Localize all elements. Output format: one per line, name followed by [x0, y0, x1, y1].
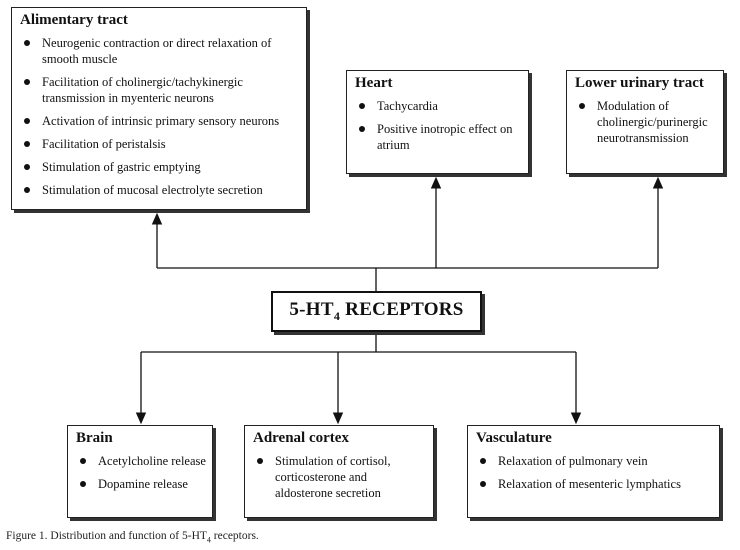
- heart-box: Heart Tachycardia Positive inotropic eff…: [346, 70, 529, 174]
- list-item: Modulation of cholinergic/purinergic neu…: [575, 98, 717, 146]
- vasculature-box: Vasculature Relaxation of pulmonary vein…: [467, 425, 720, 518]
- lower-urinary-tract-box: Lower urinary tract Modulation of cholin…: [566, 70, 724, 174]
- brain-box: Brain Acetylcholine release Dopamine rel…: [67, 425, 213, 518]
- list-item: Neurogenic contraction or direct relaxat…: [20, 35, 300, 67]
- list-item: Activation of intrinsic primary sensory …: [20, 113, 300, 129]
- adrenal-cortex-title: Adrenal cortex: [253, 430, 349, 446]
- figure-caption: Figure 1. Distribution and function of 5…: [6, 530, 259, 545]
- list-item: Stimulation of cortisol, corticosterone …: [253, 453, 427, 501]
- alimentary-tract-list: Neurogenic contraction or direct relaxat…: [20, 35, 300, 198]
- adrenal-cortex-box: Adrenal cortex Stimulation of cortisol, …: [244, 425, 434, 518]
- list-item: Relaxation of pulmonary vein: [476, 453, 713, 469]
- center-label: 5-HT4 RECEPTORS: [289, 299, 464, 323]
- adrenal-cortex-list: Stimulation of cortisol, corticosterone …: [253, 453, 427, 501]
- heart-list: Tachycardia Positive inotropic effect on…: [355, 98, 522, 153]
- heart-title: Heart: [355, 75, 393, 91]
- list-item: Positive inotropic effect on atrium: [355, 121, 522, 153]
- list-item: Facilitation of peristalsis: [20, 136, 300, 152]
- list-item: Acetylcholine release: [76, 453, 206, 469]
- lower-urinary-tract-title: Lower urinary tract: [575, 75, 704, 91]
- brain-list: Acetylcholine release Dopamine release: [76, 453, 206, 492]
- brain-title: Brain: [76, 430, 113, 446]
- lower-urinary-tract-list: Modulation of cholinergic/purinergic neu…: [575, 98, 717, 146]
- list-item: Dopamine release: [76, 476, 206, 492]
- list-item: Relaxation of mesenteric lymphatics: [476, 476, 713, 492]
- list-item: Stimulation of mucosal electrolyte secre…: [20, 182, 300, 198]
- alimentary-tract-title: Alimentary tract: [20, 12, 128, 28]
- list-item: Tachycardia: [355, 98, 522, 114]
- list-item: Stimulation of gastric emptying: [20, 159, 300, 175]
- center-receptor-box: 5-HT4 RECEPTORS: [271, 291, 482, 332]
- vasculature-list: Relaxation of pulmonary vein Relaxation …: [476, 453, 713, 492]
- list-item: Facilitation of cholinergic/tachykinergi…: [20, 74, 300, 106]
- vasculature-title: Vasculature: [476, 430, 552, 446]
- alimentary-tract-box: Alimentary tract Neurogenic contraction …: [11, 7, 307, 210]
